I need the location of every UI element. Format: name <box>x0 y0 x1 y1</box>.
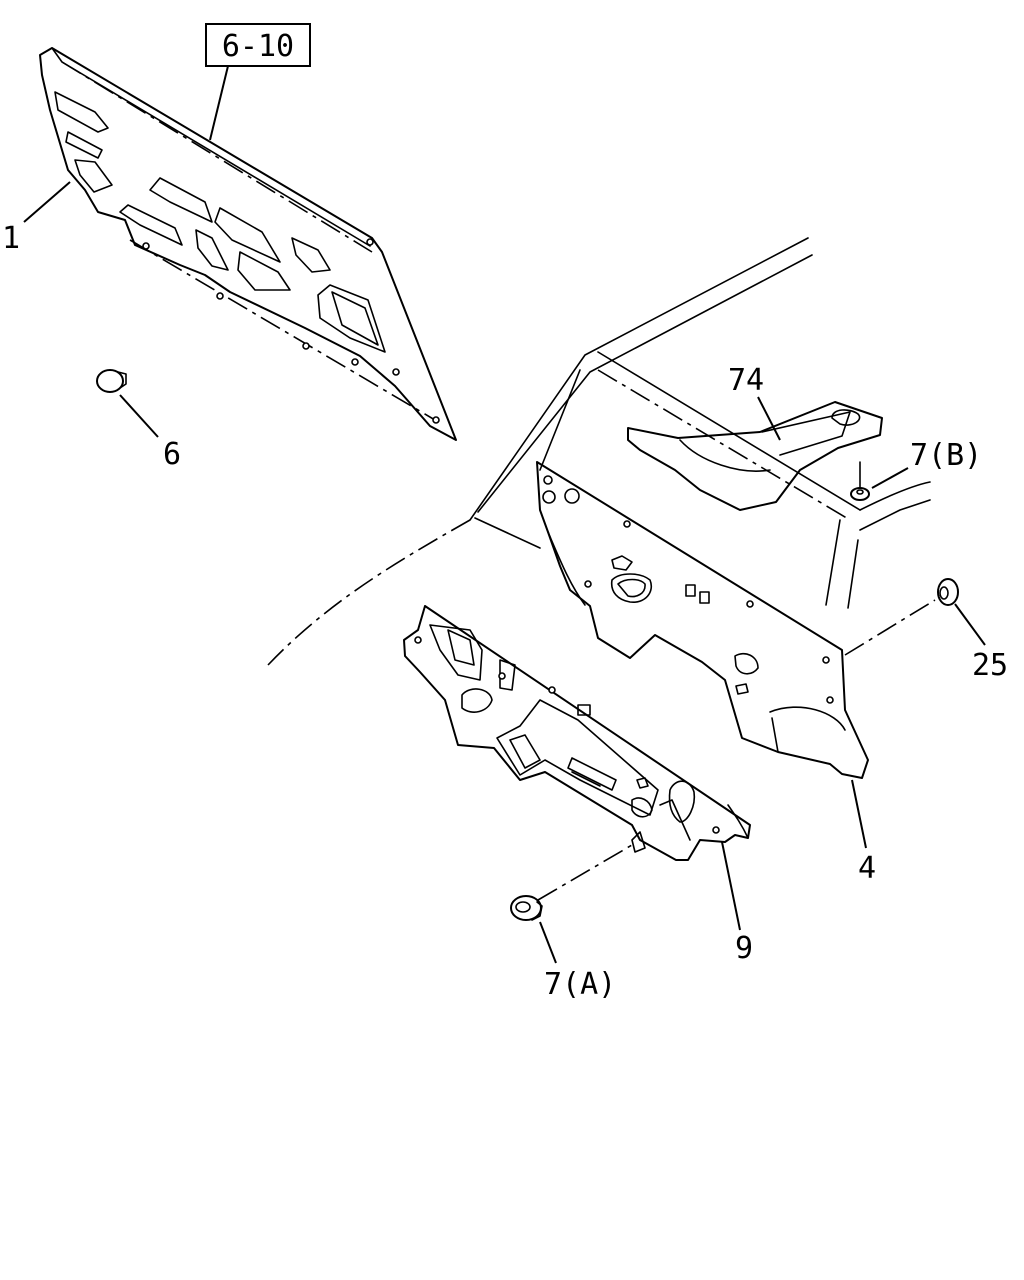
duct-part-74: 74 <box>627 363 883 511</box>
insulator-panel-part-1 <box>39 47 457 441</box>
callout-6-10-label: 6-10 <box>222 29 294 64</box>
nut-part-7a: 7(A) <box>510 844 633 1002</box>
callout-25-label: 25 <box>972 648 1008 683</box>
callout-7a-label: 7(A) <box>544 967 616 1002</box>
callout-4-label: 4 <box>858 851 876 886</box>
callout-1-label: 1 <box>2 221 20 256</box>
callout-1: 1 <box>2 181 71 256</box>
callout-9-label: 9 <box>735 931 753 966</box>
clip-part-6: 6 <box>96 369 181 472</box>
cab-body-outline <box>267 237 931 666</box>
callout-6-label: 6 <box>163 437 181 472</box>
grommet-part-25: 25 <box>844 578 1008 683</box>
callout-74-label: 74 <box>728 363 764 398</box>
screw-part-7b: 7(B) <box>850 438 982 501</box>
dash-insulator-part-4: 4 <box>536 461 876 886</box>
dash-insulator-part-9: 9 <box>403 605 753 966</box>
callout-6-10: 6-10 <box>205 23 311 141</box>
callout-7b-label: 7(B) <box>910 438 982 473</box>
